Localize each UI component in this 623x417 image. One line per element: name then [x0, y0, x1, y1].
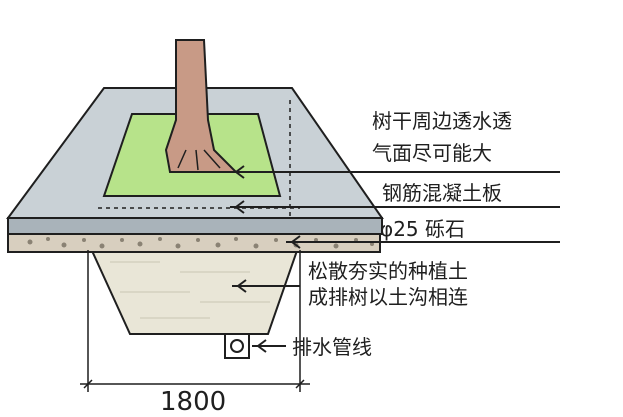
- label-surface-line1: 树干周边透水透: [372, 109, 512, 133]
- drain-pipe: [230, 339, 244, 353]
- label-connect: 成排树以土沟相连: [308, 285, 468, 309]
- dimension-lines: [80, 250, 310, 392]
- label-soil: 松散夯实的种植土: [308, 259, 468, 283]
- label-surface-line2: 气面尽可能大: [372, 141, 492, 165]
- dimension-label: 1800: [160, 387, 226, 417]
- drain-pipe-box: [224, 333, 250, 359]
- leader-lines: [230, 165, 560, 353]
- soil-texture: [110, 261, 270, 319]
- label-gravel: φ25 砾石: [380, 217, 465, 241]
- trunk-root-lines: [177, 149, 221, 171]
- planting-soil: [86, 241, 302, 335]
- slab-front-edge: [7, 217, 383, 235]
- label-drain: 排水管线: [292, 335, 372, 359]
- label-slab: 钢筋混凝土板: [382, 181, 502, 205]
